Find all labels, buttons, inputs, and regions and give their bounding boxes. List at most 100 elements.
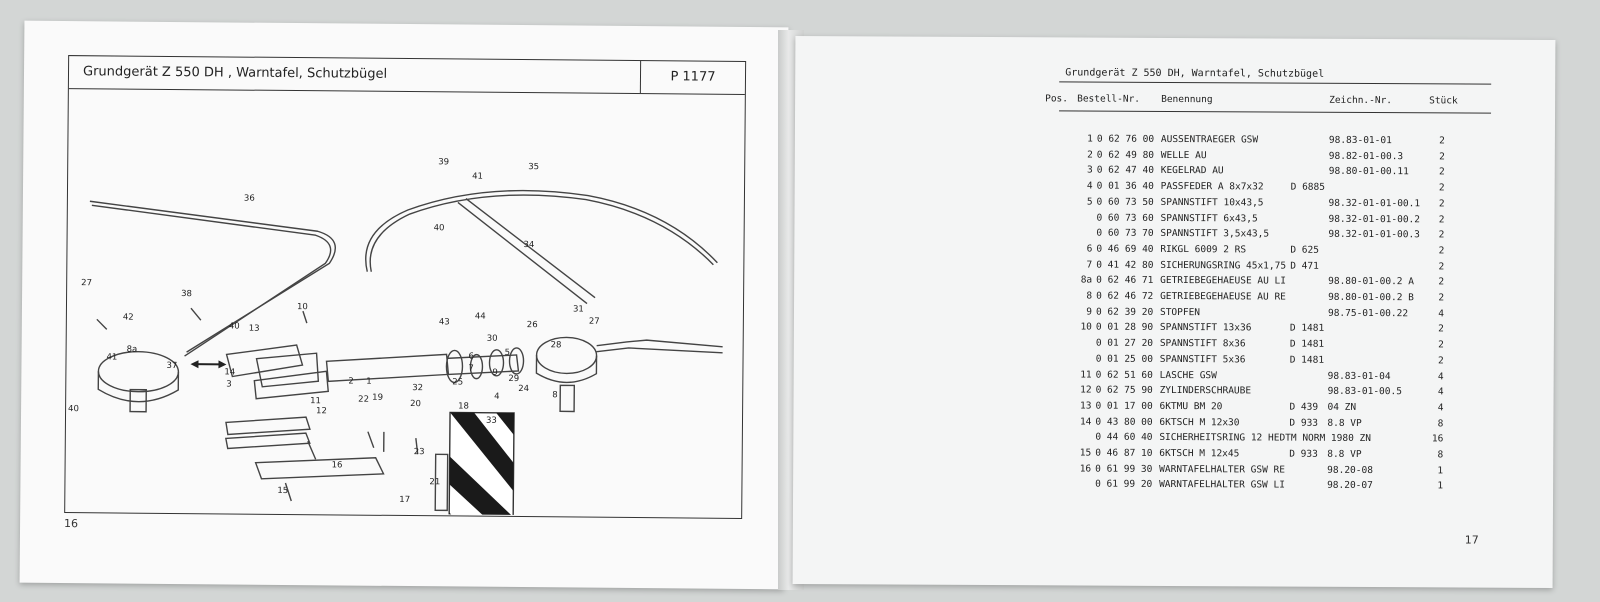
left-page: Grundgerät Z 550 DH , Warntafel, Schutzb… bbox=[19, 20, 789, 590]
callout: 23 bbox=[414, 447, 425, 457]
cell-st: 2 bbox=[1437, 355, 1444, 367]
header-rule-top bbox=[1059, 81, 1492, 85]
cell-name: GETRIEBEGEHAEUSE AU RE bbox=[1160, 290, 1286, 303]
callout: 25 bbox=[452, 377, 463, 387]
callout: 40 bbox=[434, 223, 445, 233]
callout: 20 bbox=[410, 399, 421, 409]
cell-st: 2 bbox=[1438, 229, 1445, 241]
cell-st: 2 bbox=[1438, 245, 1445, 257]
cell-zeich: 98.82-01-00.3 bbox=[1328, 150, 1404, 162]
cell-name: LASCHE GSW bbox=[1159, 369, 1217, 381]
cell-st: 4 bbox=[1438, 308, 1445, 320]
cell-name: SPANNSTIFT 8x36 bbox=[1159, 338, 1246, 350]
callout: 35 bbox=[528, 162, 539, 172]
cell-name: SPANNSTIFT 6x43,5 bbox=[1160, 212, 1258, 224]
cell-name: WARNTAFELHALTER GSW LI bbox=[1159, 479, 1285, 491]
cell-st: 16 bbox=[1431, 433, 1444, 445]
cell-din: D 1481 bbox=[1289, 354, 1325, 366]
cell-nr: 0 61 99 30 bbox=[1095, 463, 1153, 475]
callout: 10 bbox=[297, 302, 308, 312]
cell-nr: 0 62 47 40 bbox=[1096, 164, 1154, 177]
callout: 8a bbox=[127, 345, 138, 355]
callout: 44 bbox=[475, 312, 486, 322]
cell-din: D 471 bbox=[1290, 260, 1319, 272]
cell-zeich: 8.8 VP bbox=[1327, 417, 1362, 429]
callout: 3 bbox=[226, 379, 232, 389]
cell-nr: 0 60 73 50 bbox=[1096, 196, 1154, 208]
cell-nr: 0 62 46 72 bbox=[1096, 290, 1154, 302]
cell-pos: 16 bbox=[1079, 463, 1092, 475]
callout: 13 bbox=[249, 324, 260, 334]
callout: 11 bbox=[310, 396, 321, 406]
cell-name: ZYLINDERSCHRAUBE bbox=[1159, 385, 1252, 397]
guard-bar-left bbox=[89, 200, 337, 353]
cell-pos: 5 bbox=[1086, 196, 1093, 208]
parts-list-title: Grundgerät Z 550 DH, Warntafel, Schutzbü… bbox=[1065, 67, 1325, 80]
cell-nr: 0 01 17 00 bbox=[1095, 400, 1153, 412]
cell-st: 8 bbox=[1437, 449, 1444, 461]
cell-zeich: 98.20-07 bbox=[1327, 480, 1373, 492]
cell-nr: 0 62 75 90 bbox=[1095, 384, 1153, 397]
cell-nr: 0 60 73 70 bbox=[1096, 227, 1154, 240]
cell-pos: 8 bbox=[1086, 290, 1093, 302]
cell-nr: 0 62 51 60 bbox=[1095, 369, 1153, 381]
cell-name: KEGELRAD AU bbox=[1160, 165, 1224, 177]
cell-st: 2 bbox=[1438, 213, 1445, 225]
callout: 8 bbox=[552, 390, 558, 400]
right-page: Grundgerät Z 550 DH, Warntafel, Schutzbü… bbox=[792, 36, 1556, 588]
callout: 22 bbox=[358, 395, 369, 405]
cell-pos: 3 bbox=[1086, 164, 1093, 176]
callout: 30 bbox=[487, 334, 498, 344]
cell-st: 4 bbox=[1437, 386, 1444, 398]
callout: 27 bbox=[81, 278, 92, 288]
cell-nr: 0 62 49 80 bbox=[1096, 149, 1155, 161]
cell-name: GETRIEBEGEHAEUSE AU LI bbox=[1160, 275, 1287, 287]
cell-name: SPANNSTIFT 5x36 bbox=[1159, 353, 1246, 366]
callout: 39 bbox=[438, 157, 449, 167]
callout: 43 bbox=[439, 317, 450, 327]
callout: 27 bbox=[589, 317, 600, 327]
cell-nr: 0 60 73 60 bbox=[1096, 212, 1154, 224]
callout: 29 bbox=[508, 374, 519, 384]
callout: 32 bbox=[412, 383, 423, 393]
cell-zeich: 98.83-01-01 bbox=[1328, 134, 1392, 147]
col-header-zeichn: Zeichn.-Nr. bbox=[1329, 94, 1393, 107]
cell-name: SPANNSTIFT 3,5x43,5 bbox=[1160, 228, 1270, 240]
cell-name: SICHERHEITSRING 12 HEDTM NORM 1980 ZN bbox=[1159, 432, 1371, 445]
col-header-bestell: Bestell-Nr. bbox=[1077, 93, 1141, 105]
drawing-code: P 1177 bbox=[639, 61, 746, 94]
callout: 18 bbox=[458, 401, 469, 411]
cell-zeich: 98.80-01-00.2 A bbox=[1328, 276, 1414, 288]
page-number-left: 16 bbox=[64, 517, 79, 531]
cell-name: 6KTSCH M 12x45 bbox=[1159, 447, 1240, 460]
cell-name: 6KTSCH M 12x30 bbox=[1159, 416, 1240, 428]
warning-sign bbox=[448, 411, 515, 517]
callout: 42 bbox=[123, 313, 134, 323]
cell-zeich: 98.83-01-00.5 bbox=[1327, 385, 1402, 398]
callout: 17 bbox=[399, 495, 410, 505]
callout: 16 bbox=[332, 460, 343, 470]
cell-name: WELLE AU bbox=[1160, 149, 1207, 161]
page-number-right: 17 bbox=[1464, 533, 1479, 547]
col-header-stueck: Stück bbox=[1429, 95, 1458, 107]
cell-st: 2 bbox=[1438, 292, 1445, 304]
cell-st: 2 bbox=[1438, 166, 1445, 178]
cell-din: D 6885 bbox=[1290, 181, 1326, 193]
cell-pos: 8a bbox=[1080, 274, 1093, 286]
cell-pos: 14 bbox=[1079, 416, 1092, 428]
drawing-frame: Grundgerät Z 550 DH , Warntafel, Schutzb… bbox=[64, 55, 747, 519]
callout: 40 bbox=[229, 321, 240, 331]
callout: 34 bbox=[523, 240, 534, 250]
callout: 9 bbox=[492, 368, 498, 378]
cell-st: 2 bbox=[1438, 276, 1445, 288]
cell-name: RIKGL 6009 2 RS bbox=[1160, 243, 1247, 256]
cell-din: D 439 bbox=[1289, 401, 1319, 413]
callout: 7 bbox=[468, 364, 474, 374]
callout: 14 bbox=[224, 367, 235, 377]
cell-nr: 0 01 36 40 bbox=[1096, 180, 1154, 192]
callout: 24 bbox=[518, 384, 529, 394]
cell-pos: 2 bbox=[1087, 149, 1093, 161]
cell-name: STOPFEN bbox=[1159, 306, 1201, 318]
cell-zeich: 98.32-01-01-00.2 bbox=[1328, 213, 1421, 225]
